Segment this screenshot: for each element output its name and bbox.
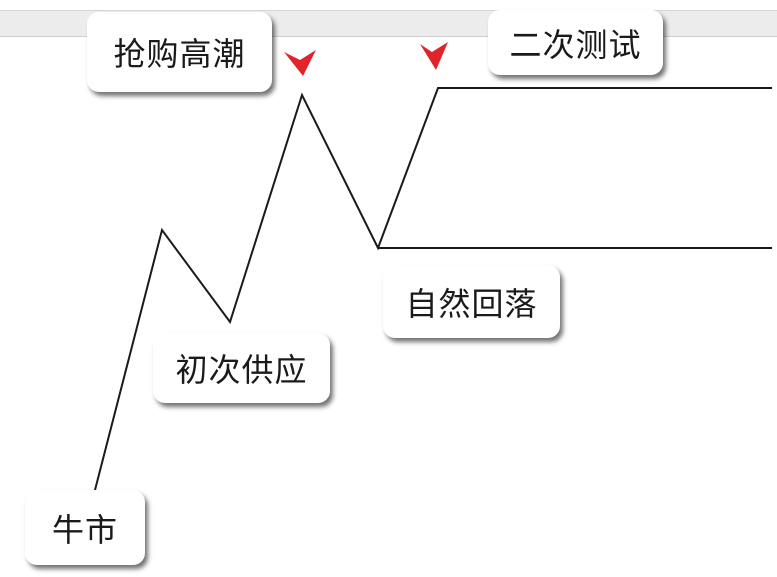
label-preliminary-supply: 初次供应 <box>153 333 330 403</box>
label-automatic-reaction: 自然回落 <box>383 265 560 338</box>
label-secondary-test: 二次测试 <box>488 10 663 75</box>
label-buying-climax: 抢购高潮 <box>87 12 272 92</box>
label-bull-market: 牛市 <box>25 490 145 565</box>
price-line <box>94 87 772 491</box>
arrow-down-icon <box>284 50 316 76</box>
arrow-down-icon <box>420 42 448 70</box>
